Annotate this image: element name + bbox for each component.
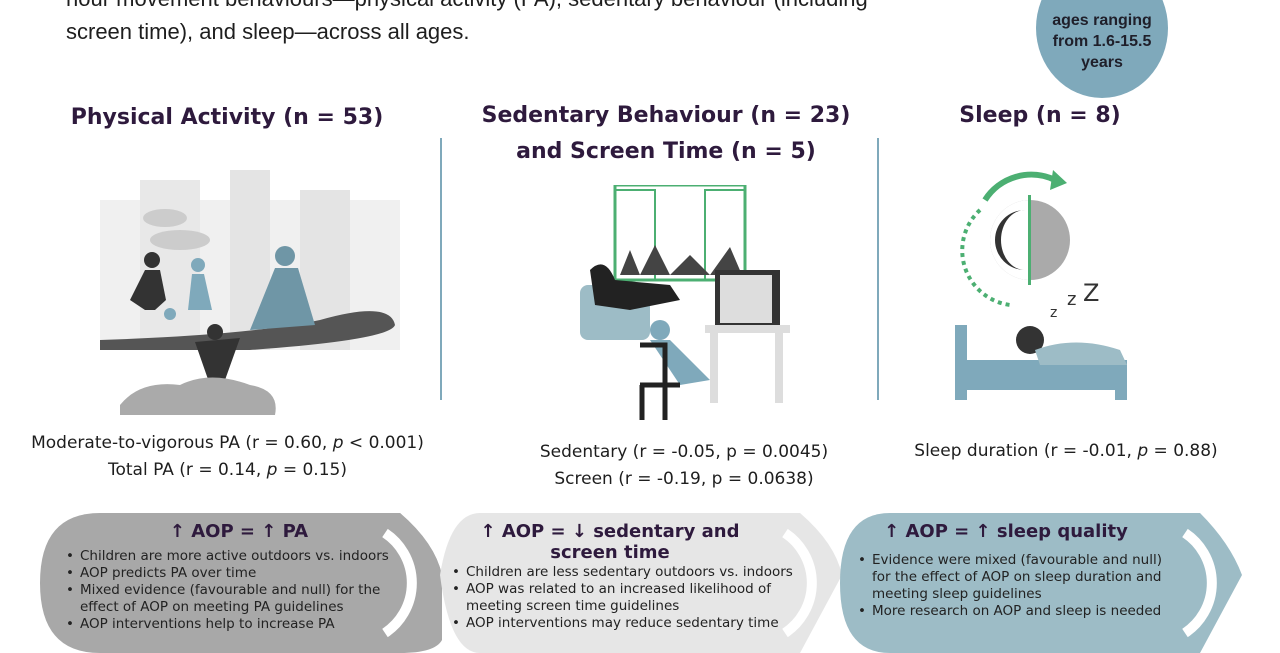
list-item: AOP interventions may reduce sedentary t… — [450, 615, 800, 632]
box-title: ↑ AOP = ↑ sleep quality — [856, 521, 1156, 542]
heading-line: Sleep (n = 8) — [959, 103, 1121, 128]
age-badge: ages ranging from 1.6-15.5 years — [1036, 0, 1168, 98]
intro-line: hour movement behaviours—physical activi… — [66, 0, 1006, 15]
stat-line: Sedentary (r = -0.05, p = 0.0045) — [539, 442, 829, 462]
heading-sedentary: Sedentary Behaviour (n = 23) and Screen … — [446, 98, 886, 170]
outdoor-play-illustration — [100, 170, 400, 415]
intro-text: hour movement behaviours—physical activi… — [66, 0, 1006, 48]
list-item: Children are less sedentary outdoors vs.… — [450, 564, 800, 581]
list-item: AOP predicts PA over time — [64, 565, 404, 582]
indoor-screen-illustration — [580, 185, 790, 420]
heading-physical-activity: Physical Activity (n = 53) — [27, 100, 427, 136]
stat-line: Moderate-to-vigorous PA (r = 0.60, p < 0… — [31, 433, 424, 453]
title-line: ↑ AOP = ↑ sleep quality — [884, 521, 1128, 542]
heading-sleep: Sleep (n = 8) — [900, 98, 1180, 134]
bullet-list: Children are less sedentary outdoors vs.… — [450, 564, 800, 632]
stat-line: Total PA (r = 0.14, p = 0.15) — [108, 460, 347, 480]
stat-line: Sleep duration (r = -0.01, p = 0.88) — [914, 441, 1218, 461]
heading-line: and Screen Time (n = 5) — [516, 139, 816, 164]
sleep-illustration: z z Z — [955, 170, 1127, 400]
summary-box-sleep: ↑ AOP = ↑ sleep quality Evidence were mi… — [840, 513, 1260, 653]
title-line: ↑ AOP = ↑ PA — [169, 521, 309, 542]
stat-line: Screen (r = -0.19, p = 0.0638) — [554, 469, 814, 489]
summary-box-pa: ↑ AOP = ↑ PA Children are more active ou… — [40, 513, 460, 653]
title-line: ↑ AOP = ↓ sedentary and — [480, 521, 740, 542]
divider — [877, 138, 879, 400]
badge-line: from 1.6-15.5 — [1052, 33, 1152, 50]
summary-box-sedentary: ↑ AOP = ↓ sedentary and screen time Chil… — [440, 513, 860, 653]
stats-physical-activity: Moderate-to-vigorous PA (r = 0.60, p < 0… — [0, 430, 455, 484]
snore-z: z — [1067, 289, 1076, 310]
divider — [440, 138, 442, 400]
heading-line: Physical Activity (n = 53) — [70, 105, 384, 130]
stats-sedentary: Sedentary (r = -0.05, p = 0.0045) Screen… — [484, 439, 884, 493]
list-item: More research on AOP and sleep is needed — [856, 603, 1176, 620]
list-item: AOP was related to an increased likeliho… — [450, 581, 800, 615]
list-item: Mixed evidence (favourable and null) for… — [64, 582, 404, 616]
snore-z: Z — [1083, 279, 1099, 307]
title-line: screen time — [550, 542, 670, 563]
bullet-list: Children are more active outdoors vs. in… — [64, 548, 404, 633]
heading-line: Sedentary Behaviour (n = 23) — [481, 103, 851, 128]
intro-line: screen time), and sleep—across all ages. — [66, 19, 470, 44]
badge-line: ages ranging — [1052, 12, 1152, 29]
badge-line: years — [1081, 54, 1123, 71]
stats-sleep: Sleep duration (r = -0.01, p = 0.88) — [880, 438, 1252, 465]
list-item: Evidence were mixed (favourable and null… — [856, 552, 1176, 603]
box-title: ↑ AOP = ↓ sedentary and screen time — [450, 521, 770, 563]
snore-z: z — [1050, 305, 1057, 321]
list-item: AOP interventions help to increase PA — [64, 616, 404, 633]
bullet-list: Evidence were mixed (favourable and null… — [856, 552, 1176, 620]
box-title: ↑ AOP = ↑ PA — [64, 521, 414, 542]
list-item: Children are more active outdoors vs. in… — [64, 548, 404, 565]
